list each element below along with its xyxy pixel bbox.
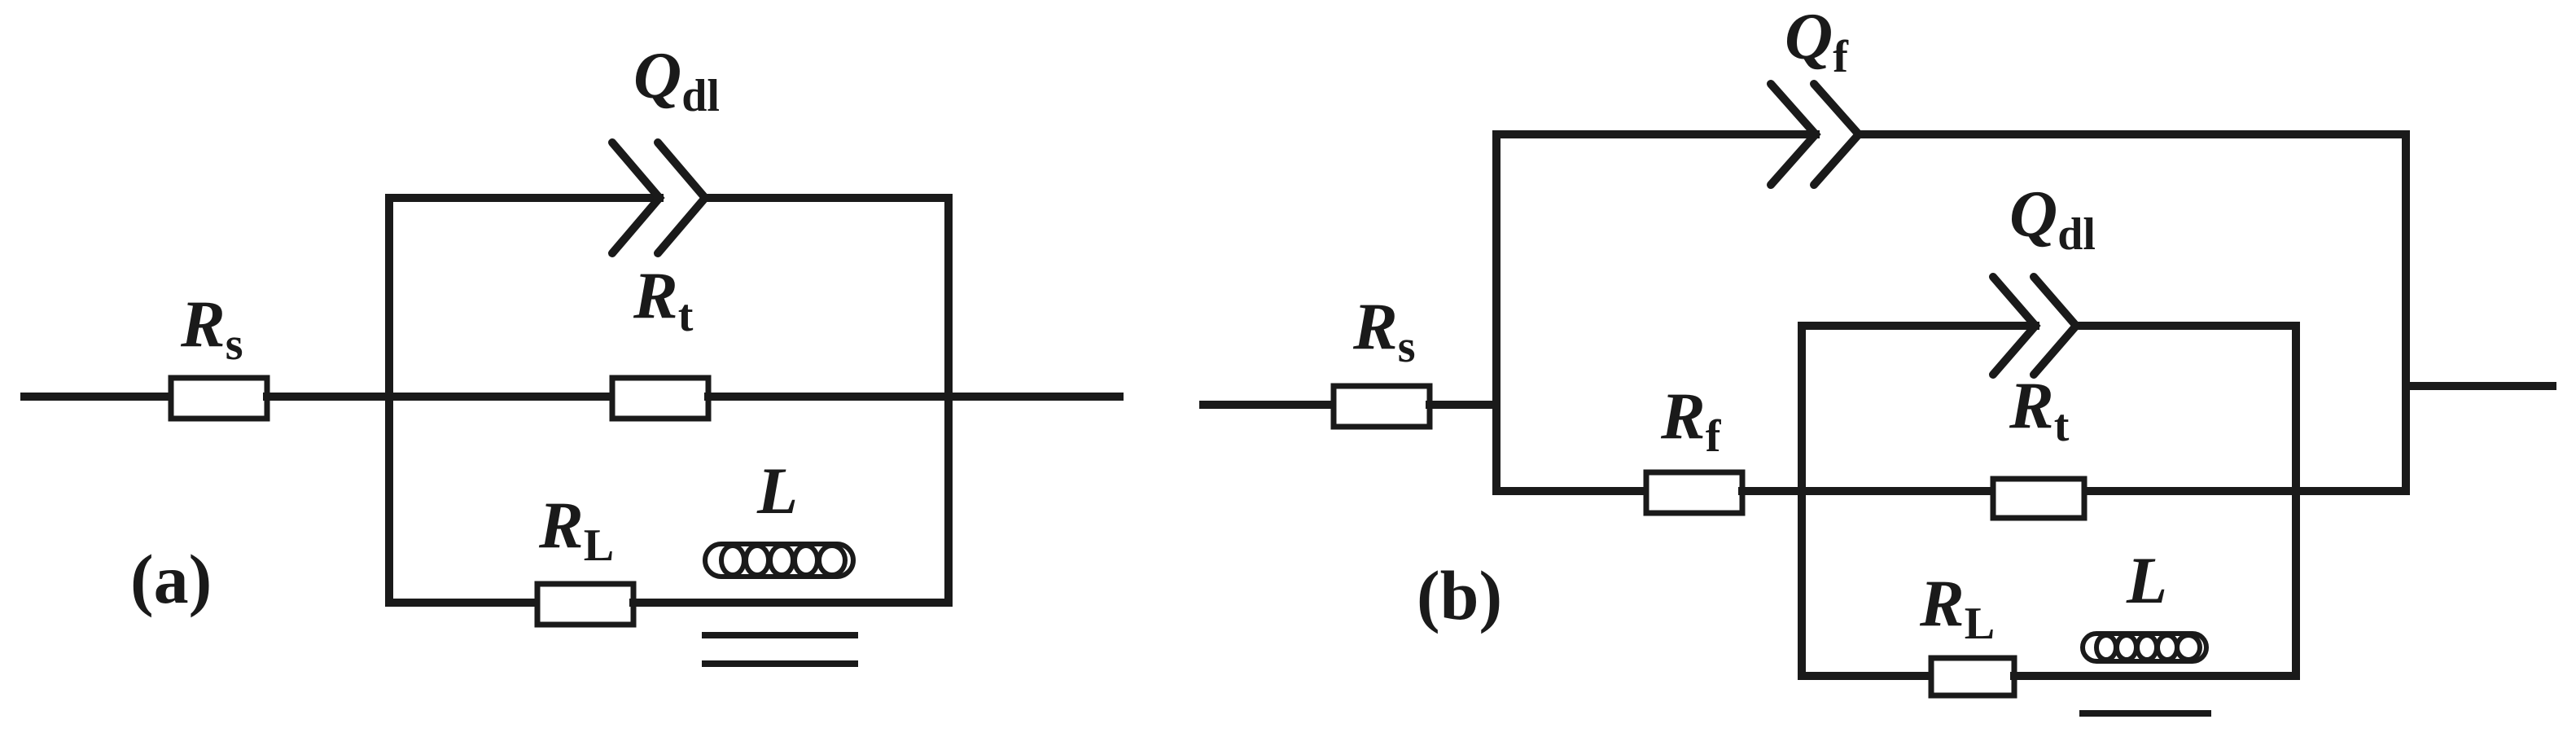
labels-a: Rs Qdl Rt RL L (a)	[130, 38, 798, 618]
label-b-qdl: Qdl	[2009, 177, 2096, 260]
panel-label-b: (b)	[1417, 556, 1502, 634]
label-b-qf: Qf	[1785, 0, 1849, 82]
label-a-l: L	[756, 454, 798, 528]
circuit-b	[1199, 80, 2556, 717]
circuit-a	[20, 138, 1124, 667]
resistor-b-rs	[1330, 383, 1433, 430]
resistor-b-rf	[1643, 469, 1746, 516]
label-b-rs: Rs	[1352, 289, 1416, 372]
resistor-a-rs	[168, 375, 270, 422]
inductor-b-l	[2080, 631, 2209, 664]
label-a-rl: RL	[538, 488, 614, 571]
resistor-b-rt	[1990, 476, 2088, 521]
label-a-qdl: Qdl	[633, 38, 720, 121]
resistor-a-rl	[534, 581, 637, 628]
label-b-rl: RL	[1919, 566, 1995, 649]
labels-b: Rs Qf Qdl Rf Rt RL L (b)	[1352, 0, 2167, 649]
inductor-a-l	[703, 542, 856, 579]
panel-label-a: (a)	[130, 540, 212, 618]
label-b-l: L	[2126, 543, 2167, 617]
label-b-rt: Rt	[2009, 368, 2070, 451]
resistor-a-rt	[609, 375, 712, 422]
resistor-b-rl	[1928, 655, 2017, 699]
label-b-rf: Rf	[1660, 379, 1722, 462]
label-a-rs: Rs	[180, 287, 243, 370]
label-a-rt: Rt	[633, 258, 694, 341]
